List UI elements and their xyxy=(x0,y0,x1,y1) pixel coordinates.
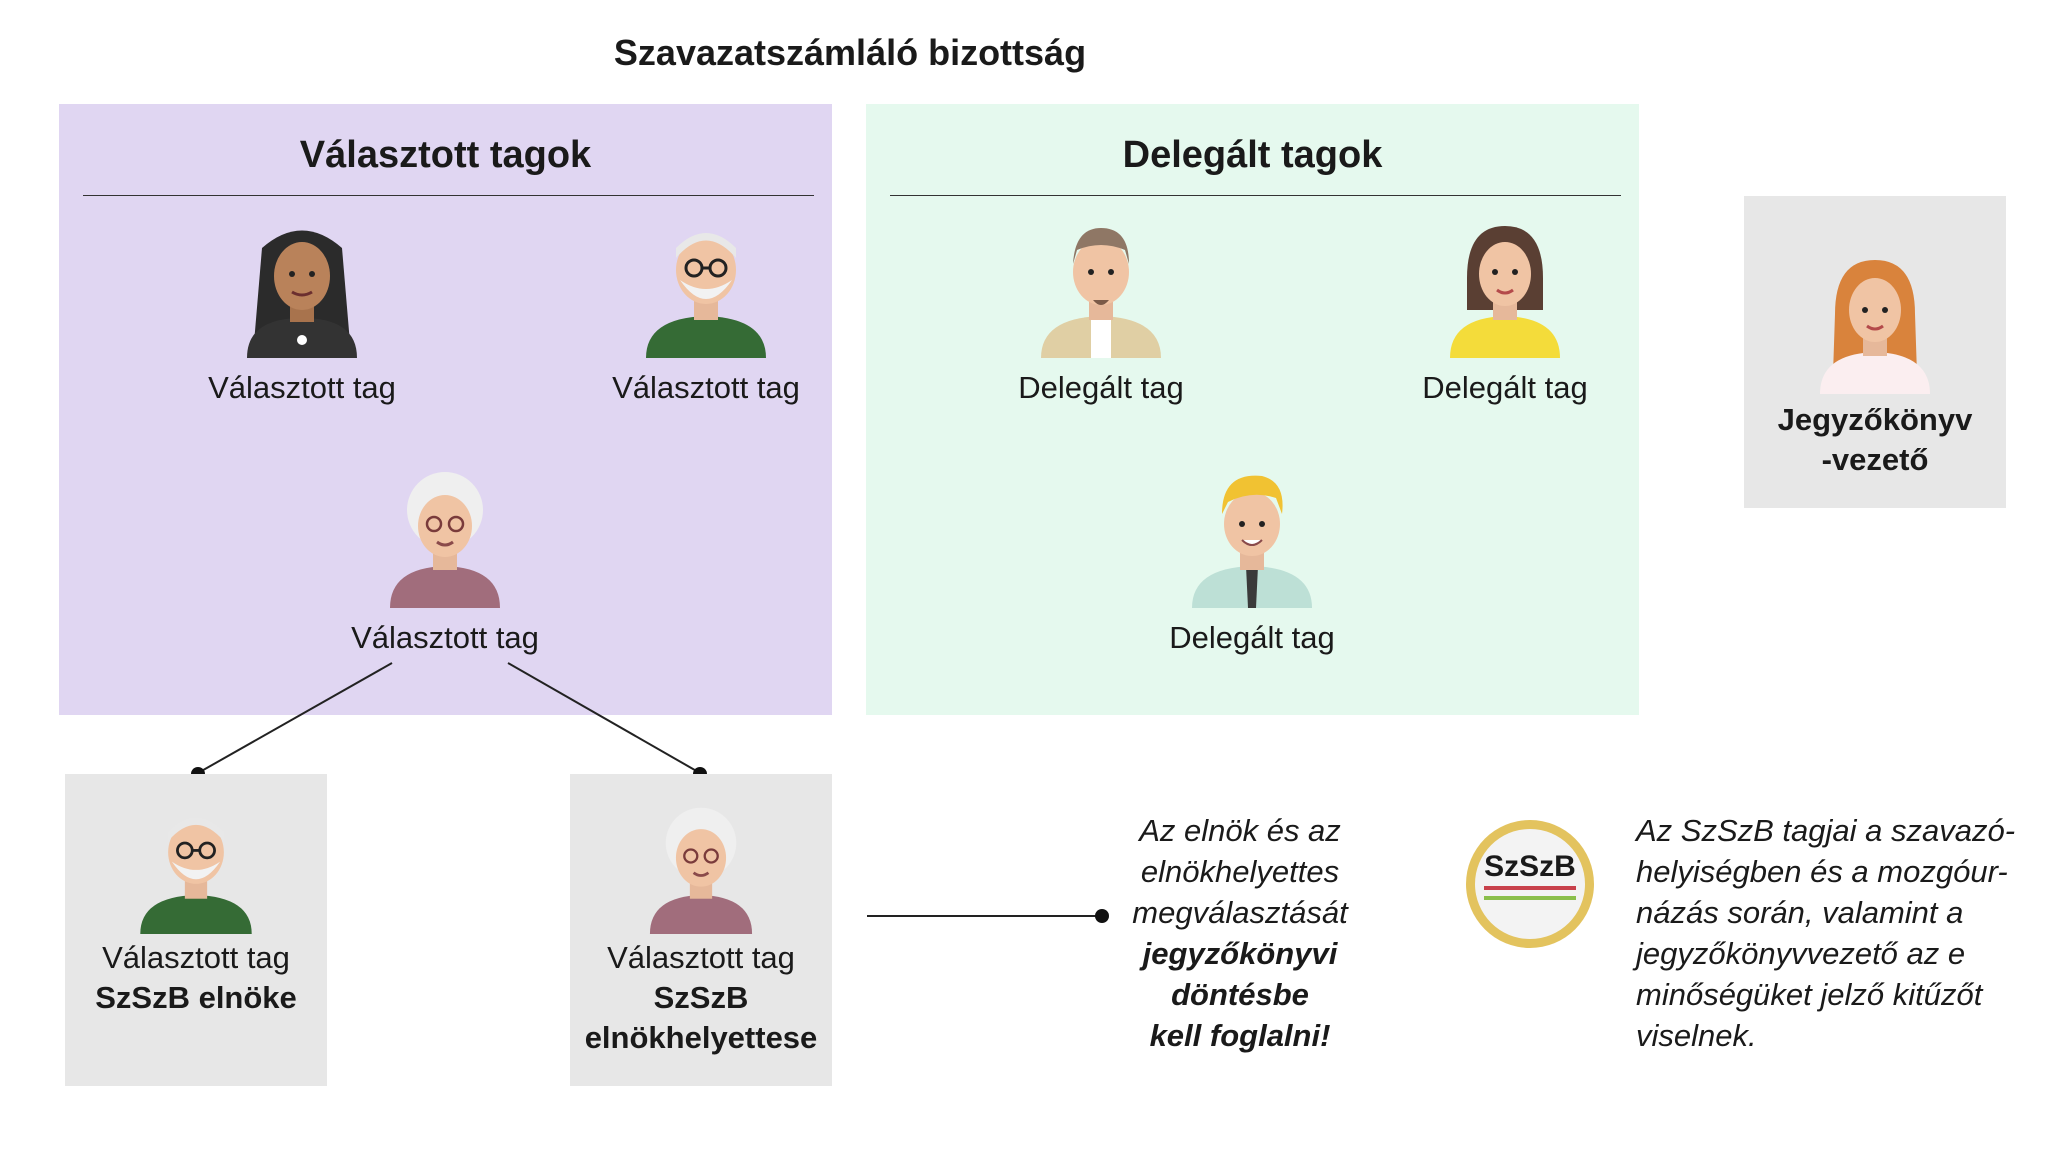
badge-note: Az SzSzB tagjai a szavazó- helyiségben é… xyxy=(1636,810,2036,1056)
vice-title-line1: SzSzB xyxy=(653,980,749,1015)
badge-label: SzSzB xyxy=(1484,850,1576,883)
elected-members-panel: Választott tagok Választott tag Választo… xyxy=(59,104,832,715)
elected-member-1-label: Választott tag xyxy=(208,370,396,405)
delegated-member-3: Delegált tag xyxy=(1102,468,1402,656)
recorder-label-line1: Jegyzőkönyv xyxy=(1777,402,1973,437)
elected-member-2-label: Választott tag xyxy=(612,370,800,405)
chair-card: Választott tag SzSzB elnöke xyxy=(65,774,327,1086)
recorder-card: Jegyzőkönyv -vezető xyxy=(1744,196,2006,508)
man-blond-tie-avatar-icon xyxy=(1192,475,1312,608)
connector-to-vice xyxy=(507,662,701,774)
vice-title-line2: elnökhelyettese xyxy=(584,1020,818,1055)
elected-heading-divider xyxy=(83,195,814,196)
badge-note-line5: minőségüket jelző kitűzőt xyxy=(1636,977,1983,1012)
delegated-members-panel: Delegált tagok Delegált tag Delegált tag xyxy=(866,104,1639,715)
woman-yellow-blouse-avatar-icon xyxy=(1450,226,1560,358)
election-note-line2: elnökhelyettes xyxy=(1140,854,1340,889)
delegated-member-2-label: Delegált tag xyxy=(1422,370,1588,405)
man-beige-jacket-avatar-icon xyxy=(1041,228,1161,358)
delegated-member-1: Delegált tag xyxy=(951,218,1251,406)
old-man-glasses-avatar-icon xyxy=(646,233,766,358)
election-note-line6: kell foglalni! xyxy=(1149,1018,1331,1053)
badge-note-line6: viselnek. xyxy=(1636,1018,1757,1053)
elected-member-2: Választott tag xyxy=(556,218,856,406)
woman-ginger-hair-avatar-icon xyxy=(1820,260,1930,394)
election-note-line5: döntésbe xyxy=(1171,977,1309,1012)
delegated-member-2: Delegált tag xyxy=(1355,218,1655,406)
delegated-panel-heading: Delegált tagok xyxy=(1122,134,1383,176)
recorder-label-line2: -vezető xyxy=(1821,442,1929,477)
delegated-member-3-label: Delegált tag xyxy=(1169,620,1335,655)
old-woman-glasses-avatar-icon xyxy=(649,807,753,934)
badge-note-line2: helyiségben és a mozgóur- xyxy=(1636,854,2008,889)
elected-member-3-label: Választott tag xyxy=(351,620,539,655)
szszb-badge: SzSzB xyxy=(1462,816,1598,952)
election-note-line4: jegyzőkönyvi xyxy=(1142,936,1338,971)
badge-note-line1: Az SzSzB tagjai a szavazó- xyxy=(1636,813,2016,848)
connector-to-chair xyxy=(197,662,393,774)
chair-role-label: Választott tag xyxy=(102,940,290,975)
elected-member-3: Választott tag xyxy=(295,468,595,656)
badge-note-line3: názás során, valamint a xyxy=(1636,895,1964,930)
election-note: Az elnök és az elnökhelyettes megválaszt… xyxy=(1110,810,1370,1056)
elected-panel-heading: Választott tagok xyxy=(299,134,592,176)
old-woman-glasses-avatar-icon xyxy=(390,472,500,608)
woman-dark-hair-avatar-icon xyxy=(247,230,357,358)
vice-chair-card: Választott tag SzSzB elnökhelyettese xyxy=(570,774,832,1086)
badge-icon xyxy=(1466,820,1594,948)
election-note-line1: Az elnök és az xyxy=(1139,813,1341,848)
old-man-glasses-avatar-icon xyxy=(140,817,252,934)
election-note-line3: megválasztását xyxy=(1132,895,1348,930)
badge-note-line4: jegyzőkönyvvezető az e xyxy=(1636,936,1966,971)
delegated-member-1-label: Delegált tag xyxy=(1018,370,1184,405)
diagram-title: Szavazatszámláló bizottság xyxy=(613,32,1087,73)
connector-dot-note xyxy=(1095,909,1109,923)
chair-title-label: SzSzB elnöke xyxy=(95,980,297,1015)
elected-member-1: Választott tag xyxy=(152,218,452,406)
delegated-heading-divider xyxy=(890,195,1621,196)
vice-role-label: Választott tag xyxy=(607,940,795,975)
